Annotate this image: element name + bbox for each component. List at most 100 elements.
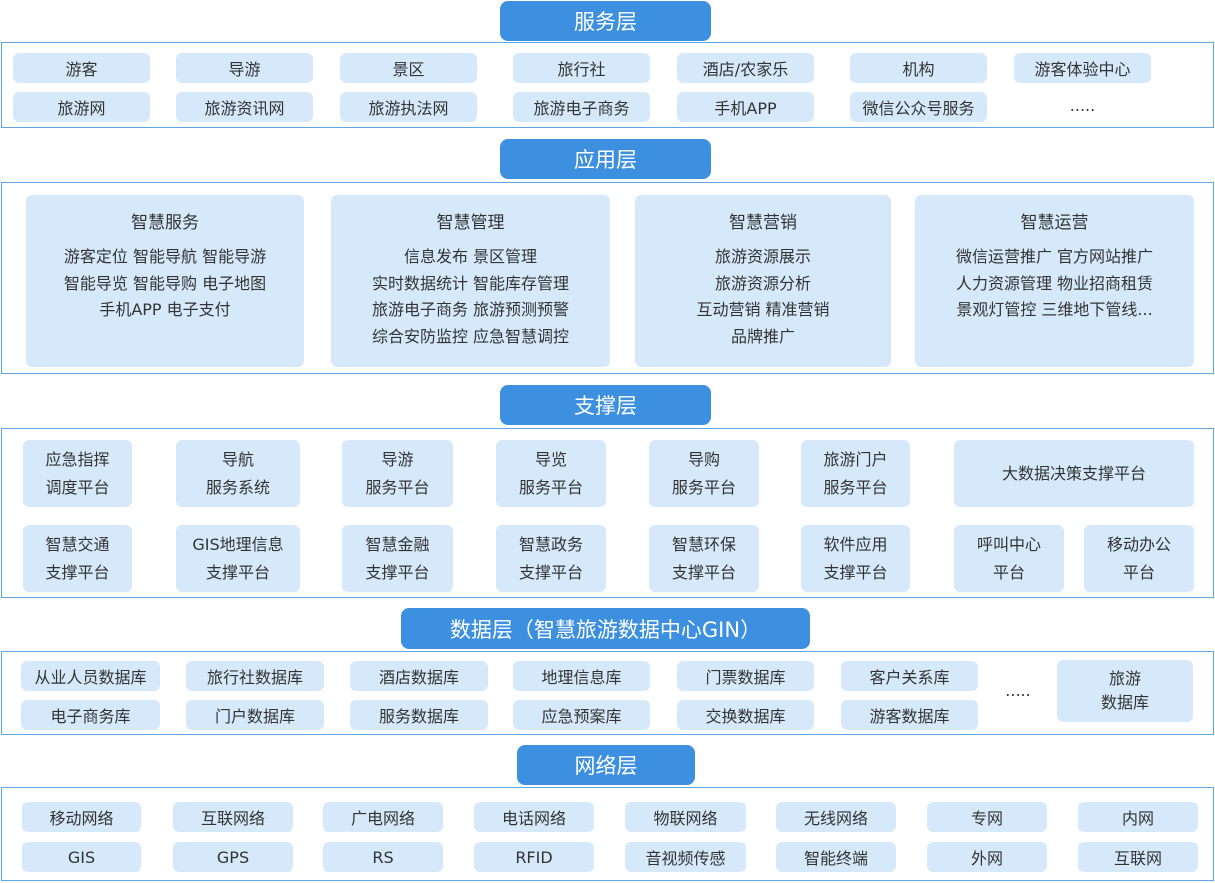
tile-line: 支撑平台 xyxy=(365,562,430,582)
network-item: GPS xyxy=(173,842,293,872)
card-title: 智慧营销 xyxy=(729,213,797,233)
network-item: 内网 xyxy=(1078,802,1198,832)
card-line: 人力资源管理 物业招商租赁 xyxy=(955,273,1154,293)
network-item: 物联网络 xyxy=(625,802,746,832)
support-platform-tile: 智慧交通支撑平台 xyxy=(23,525,132,592)
app-card-smart-service: 智慧服务 游客定位 智能导航 智能导游 智能导览 智能导购 电子地图 手机APP… xyxy=(26,195,304,367)
service-item: 旅游电子商务 xyxy=(513,92,650,122)
network-item: 音视频传感 xyxy=(625,842,746,872)
card-title: 智慧服务 xyxy=(131,213,199,233)
service-item: 机构 xyxy=(850,53,987,83)
network-item: 互联网 xyxy=(1078,842,1198,872)
database-item: 地理信息库 xyxy=(513,661,650,691)
service-item: 旅行社 xyxy=(513,53,650,83)
network-layer-title: 网络层 xyxy=(517,745,695,785)
support-platform-tile: 导游服务平台 xyxy=(342,440,453,507)
support-platform-tile: 智慧金融支撑平台 xyxy=(342,525,453,592)
network-item: 移动网络 xyxy=(22,802,141,832)
tile-line: 软件应用 xyxy=(823,534,888,554)
card-line: 智能导览 智能导购 电子地图 xyxy=(63,273,267,293)
database-item: 从业人员数据库 xyxy=(21,661,160,691)
service-item: 旅游网 xyxy=(13,92,150,122)
service-item: 游客 xyxy=(13,53,150,83)
tile-line: 导览 xyxy=(534,449,567,469)
tile-line: 平台 xyxy=(1122,562,1155,582)
tile-line: 平台 xyxy=(992,562,1025,582)
application-layer-title: 应用层 xyxy=(500,139,711,179)
tile-line: GIS地理信息 xyxy=(192,534,284,554)
support-platform-tile: 导览服务平台 xyxy=(496,440,606,507)
tile-line: 支撑平台 xyxy=(671,562,736,582)
tile-line: 支撑平台 xyxy=(518,562,583,582)
service-item: 旅游资讯网 xyxy=(176,92,313,122)
network-item: 互联网络 xyxy=(173,802,293,832)
database-item: 游客数据库 xyxy=(841,700,978,730)
tile-line: 大数据决策支撑平台 xyxy=(1001,463,1146,483)
tile-line: 数据库 xyxy=(1100,693,1149,712)
card-line: 景观灯管控 三维地下管线... xyxy=(956,300,1153,319)
tile-line: 服务平台 xyxy=(518,477,583,497)
tile-line: 旅游 xyxy=(1108,669,1141,688)
tile-line: 智慧交通 xyxy=(45,534,110,554)
network-item: 电话网络 xyxy=(474,802,594,832)
network-item: 智能终端 xyxy=(776,842,896,872)
tile-line: 服务平台 xyxy=(823,477,888,497)
service-item: 导游 xyxy=(176,53,313,83)
card-line: 品牌推广 xyxy=(730,326,795,346)
tile-line: 导航 xyxy=(221,449,254,469)
tile-line: 调度平台 xyxy=(45,477,110,497)
database-item: 酒店数据库 xyxy=(350,661,488,691)
tile-line: 服务系统 xyxy=(205,477,270,497)
support-platform-tile: 导购服务平台 xyxy=(649,440,759,507)
database-item: 旅行社数据库 xyxy=(186,661,324,691)
tile-line: 支撑平台 xyxy=(205,562,270,582)
service-item: 旅游执法网 xyxy=(340,92,477,122)
service-item: 游客体验中心 xyxy=(1014,53,1151,83)
data-layer-title: 数据层（智慧旅游数据中心GIN） xyxy=(401,608,810,649)
card-title: 智慧管理 xyxy=(436,213,505,233)
database-item: 门户数据库 xyxy=(186,700,324,730)
card-line: 互动营销 精准营销 xyxy=(696,300,830,319)
network-item: 外网 xyxy=(927,842,1047,872)
database-item: 应急预案库 xyxy=(513,700,650,730)
tile-line: 支撑平台 xyxy=(45,562,110,582)
support-platform-tile: 智慧环保支撑平台 xyxy=(649,525,759,592)
tile-line: 智慧环保 xyxy=(671,534,736,554)
database-item: 门票数据库 xyxy=(677,661,814,691)
support-platform-tile: 应急指挥调度平台 xyxy=(23,440,132,507)
tile-line: 导购 xyxy=(687,449,720,469)
support-platform-tile: 旅游门户服务平台 xyxy=(801,440,910,507)
database-item: 交换数据库 xyxy=(677,700,814,730)
service-item: 酒店/农家乐 xyxy=(677,53,814,83)
card-line: 手机APP 电子支付 xyxy=(99,300,231,319)
bigdata-platform-tile: 大数据决策支撑平台 xyxy=(954,440,1194,507)
tile-line: 移动办公 xyxy=(1106,534,1171,554)
tile-line: 智慧金融 xyxy=(365,534,430,554)
tile-line: 呼叫中心 xyxy=(976,534,1041,554)
network-item: 广电网络 xyxy=(323,802,443,832)
card-line: 综合安防监控 应急智慧调控 xyxy=(371,326,570,346)
card-line: 信息发布 景区管理 xyxy=(403,247,538,266)
card-line: 微信运营推广 官方网站推广 xyxy=(955,247,1154,266)
service-layer-title: 服务层 xyxy=(500,1,711,41)
network-item: 专网 xyxy=(927,802,1047,832)
database-item: 服务数据库 xyxy=(350,700,488,730)
tile-line: 服务平台 xyxy=(671,477,736,497)
tile-line: 导游 xyxy=(381,449,414,469)
card-line: 游客定位 智能导航 智能导游 xyxy=(63,247,267,266)
support-platform-tile: 软件应用支撑平台 xyxy=(801,525,910,592)
card-line: 旅游资源展示 xyxy=(714,247,811,266)
app-card-smart-management: 智慧管理 信息发布 景区管理 实时数据统计 智能库存管理 旅游电子商务 旅游预测… xyxy=(331,195,610,367)
support-layer-title: 支撑层 xyxy=(500,385,711,425)
tile-line: 支撑平台 xyxy=(823,562,888,582)
card-line: 实时数据统计 智能库存管理 xyxy=(371,273,570,293)
service-item: 微信公众号服务 xyxy=(850,92,987,122)
app-card-smart-operation: 智慧运营 微信运营推广 官方网站推广 人力资源管理 物业招商租赁 景观灯管控 三… xyxy=(915,195,1194,367)
support-platform-tile: 智慧政务支撑平台 xyxy=(496,525,606,592)
service-item: 手机APP xyxy=(677,92,814,122)
database-more-ellipsis: ..... xyxy=(1005,680,1031,700)
support-platform-tile: 移动办公平台 xyxy=(1084,525,1194,592)
support-platform-tile: 呼叫中心平台 xyxy=(954,525,1064,592)
network-item: RFID xyxy=(474,842,594,872)
card-title: 智慧运营 xyxy=(1020,213,1089,233)
